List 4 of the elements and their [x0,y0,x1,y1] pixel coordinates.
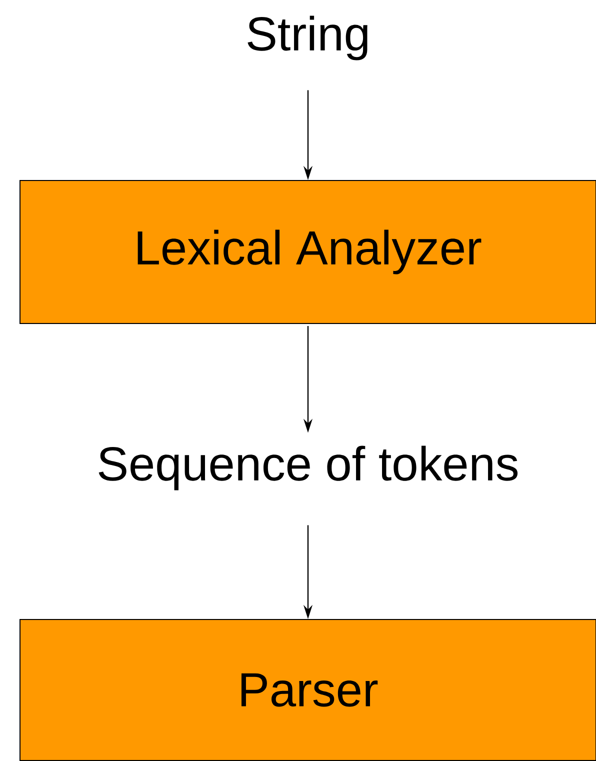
data-label: String [248,16,368,60]
process-box: Lexical Analyzer [20,180,596,324]
data-label: Sequence of tokens [98,446,518,490]
process-box: Parser [20,619,596,761]
